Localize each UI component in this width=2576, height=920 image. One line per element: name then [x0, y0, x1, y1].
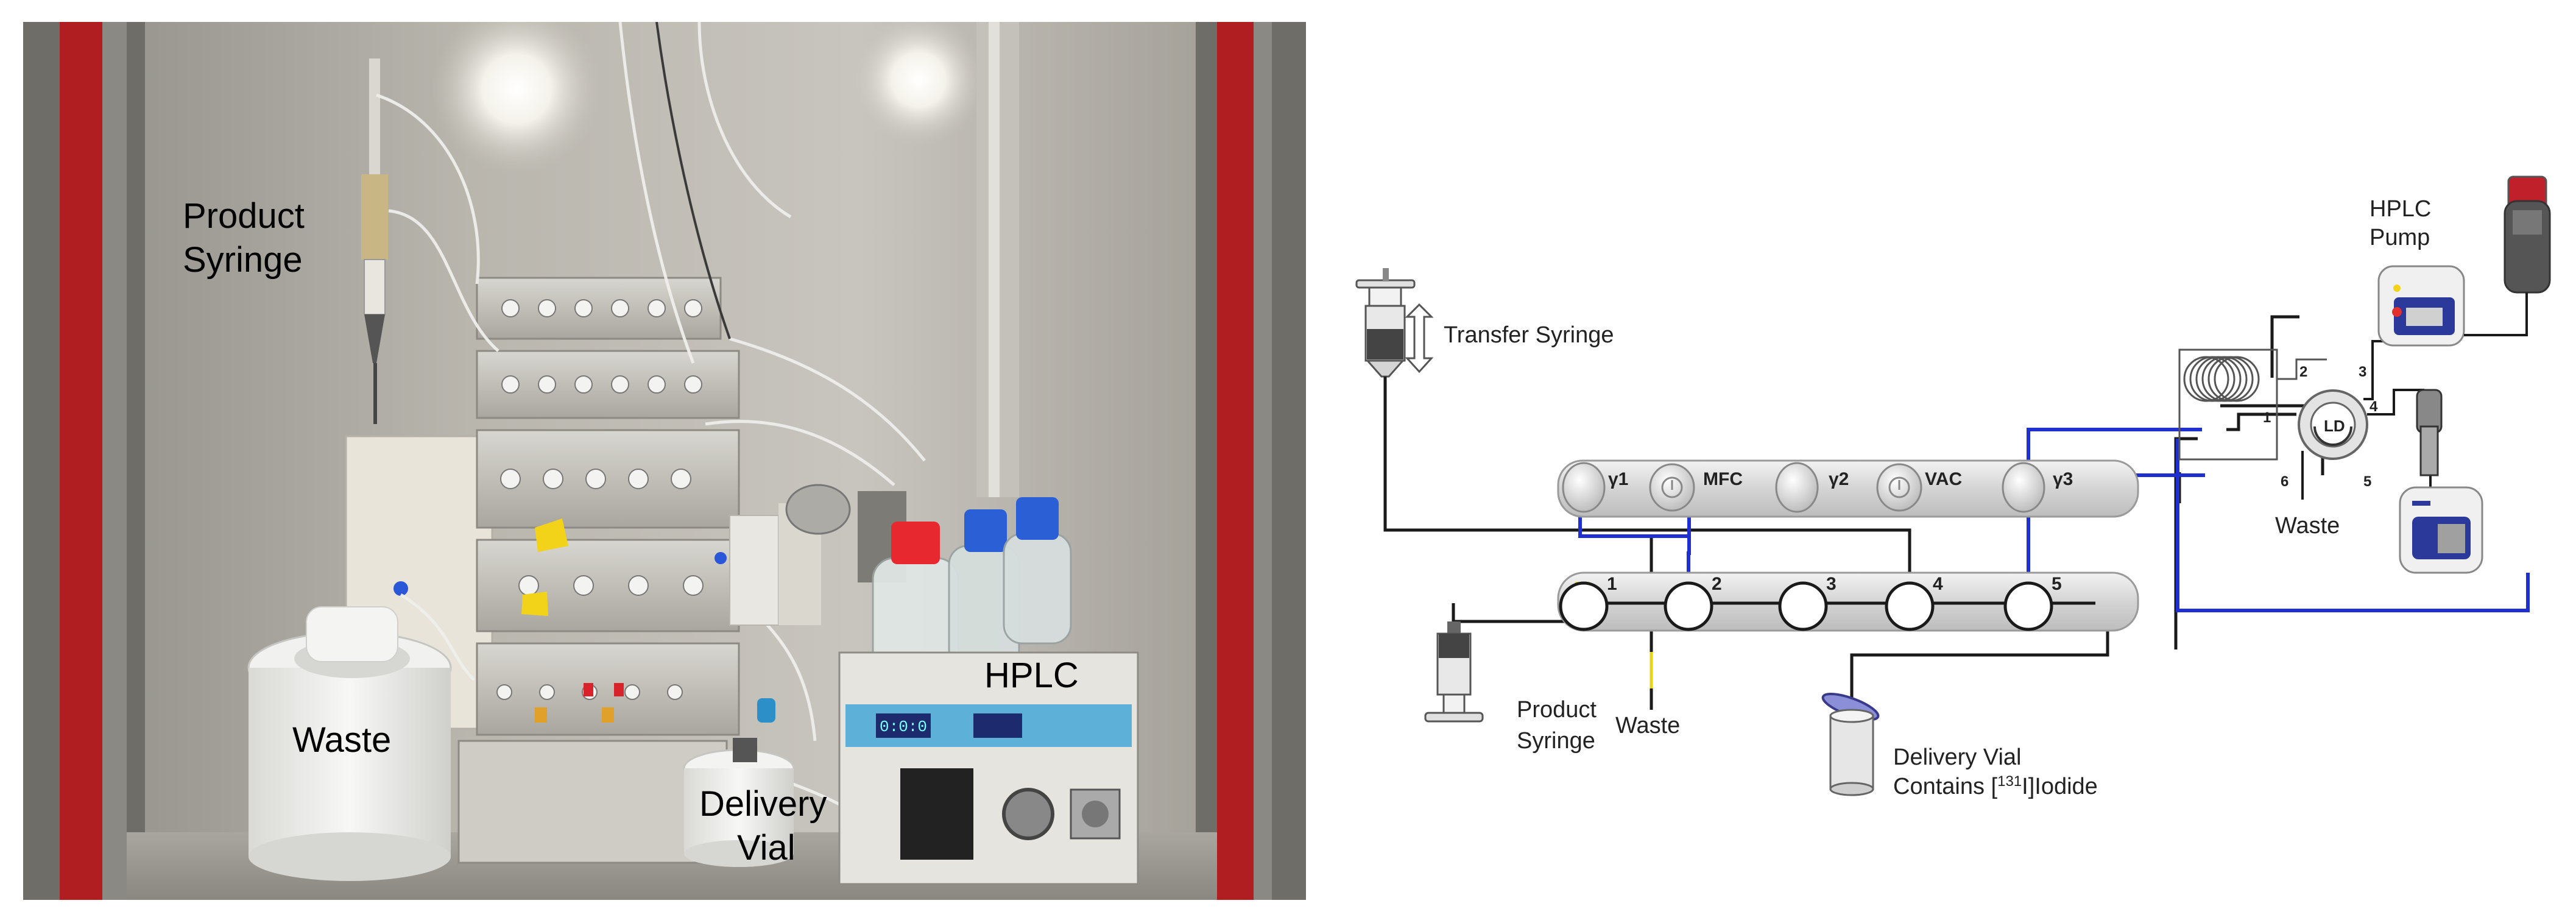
valve-3 — [1778, 581, 1828, 631]
delivery-vial-icon — [1821, 692, 1880, 796]
hplc-pump-label-line2: Pump — [2370, 225, 2430, 250]
hot-cell-photo-svg: 0:0:0 Product Syringe Waste Delivery Via… — [23, 22, 1306, 900]
hplc-column-icon — [2416, 389, 2443, 476]
product-syringe-schematic-label-line1: Product — [1517, 697, 1597, 723]
vac-label: VAC — [1925, 469, 1962, 489]
valve-4 — [1885, 581, 1935, 631]
delivery-vial-isotope-superscript: 131 — [1997, 773, 2022, 790]
injector-port-6: 6 — [2281, 473, 2288, 490]
hplc-display-readout: 0:0:0 — [880, 718, 927, 736]
hplc-sample-loop-icon — [2183, 356, 2260, 402]
valve-3-number: 3 — [1826, 574, 1837, 594]
transfer-syringe-label: Transfer Syringe — [1444, 322, 1614, 348]
waste-bottom-label: Waste — [1615, 713, 1680, 738]
valve-4-number: 4 — [1933, 574, 1943, 594]
product-syringe-label-line1: Product — [183, 196, 305, 236]
injector-port-5: 5 — [2363, 473, 2371, 490]
gamma1-label: γ1 — [1608, 469, 1628, 489]
injector-port-3: 3 — [2359, 364, 2366, 380]
hplc-pump-icon — [2377, 265, 2465, 347]
product-syringe-label-line2: Syringe — [183, 240, 303, 280]
waste-label: Waste — [292, 720, 391, 760]
transfer-syringe-icon — [1355, 268, 1416, 378]
synthesis-schematic-svg: Transfer Syringe — [1355, 175, 2551, 800]
valve-2-number: 2 — [1712, 574, 1722, 594]
synthesis-schematic: Transfer Syringe — [1334, 0, 2576, 920]
valve-1 — [1559, 581, 1609, 631]
valve-5 — [2003, 581, 2053, 631]
delivery-vial-label-line2: Vial — [737, 828, 796, 868]
delivery-vial-contains-suffix: I]Iodide — [2022, 774, 2098, 799]
delivery-vial-contains-prefix: Contains [ — [1893, 774, 1998, 799]
solvent-reservoir-icon — [2504, 175, 2551, 294]
valve-2 — [1664, 581, 1713, 631]
hplc-label: HPLC — [984, 656, 1079, 695]
transfer-double-arrow-icon — [1405, 303, 1434, 373]
gamma3-valve — [2002, 462, 2045, 513]
injector-port-4: 4 — [2370, 398, 2378, 415]
mfc-label: MFC — [1703, 469, 1743, 489]
injector-center-label: LD — [2324, 417, 2345, 435]
gamma1-valve — [1562, 462, 1606, 513]
delivery-vial-schematic-label-line1: Delivery Vial — [1893, 745, 2021, 770]
hplc-pump-label-line1: HPLC — [2370, 196, 2431, 222]
hot-cell-photo: 0:0:0 Product Syringe Waste Delivery Via… — [23, 22, 1306, 900]
hplc-detector-icon — [2399, 486, 2483, 574]
hplc-injector-valve: LD — [2298, 389, 2368, 460]
product-syringe-schematic-label-line2: Syringe — [1517, 728, 1595, 754]
injector-port-2: 2 — [2299, 364, 2307, 380]
injector-port-1: 1 — [2263, 409, 2271, 426]
valve-manifold: 1 2 3 4 5 — [1557, 571, 2139, 632]
gamma2-label: γ2 — [1829, 469, 1849, 489]
waste-right-label: Waste — [2275, 513, 2340, 539]
gamma3-label: γ3 — [2053, 469, 2073, 489]
delivery-vial-schematic-label-line2: Contains [131I]Iodide — [1893, 773, 2098, 800]
delivery-vial-label-line1: Delivery — [699, 784, 827, 824]
valve-1-number: 1 — [1607, 574, 1617, 594]
valve-5-number: 5 — [2052, 574, 2062, 594]
product-syringe-icon — [1424, 621, 1484, 723]
reagent-manifold: γ1 MFC γ2 VAC γ3 — [1557, 459, 2139, 518]
gamma2-valve — [1775, 462, 1819, 513]
